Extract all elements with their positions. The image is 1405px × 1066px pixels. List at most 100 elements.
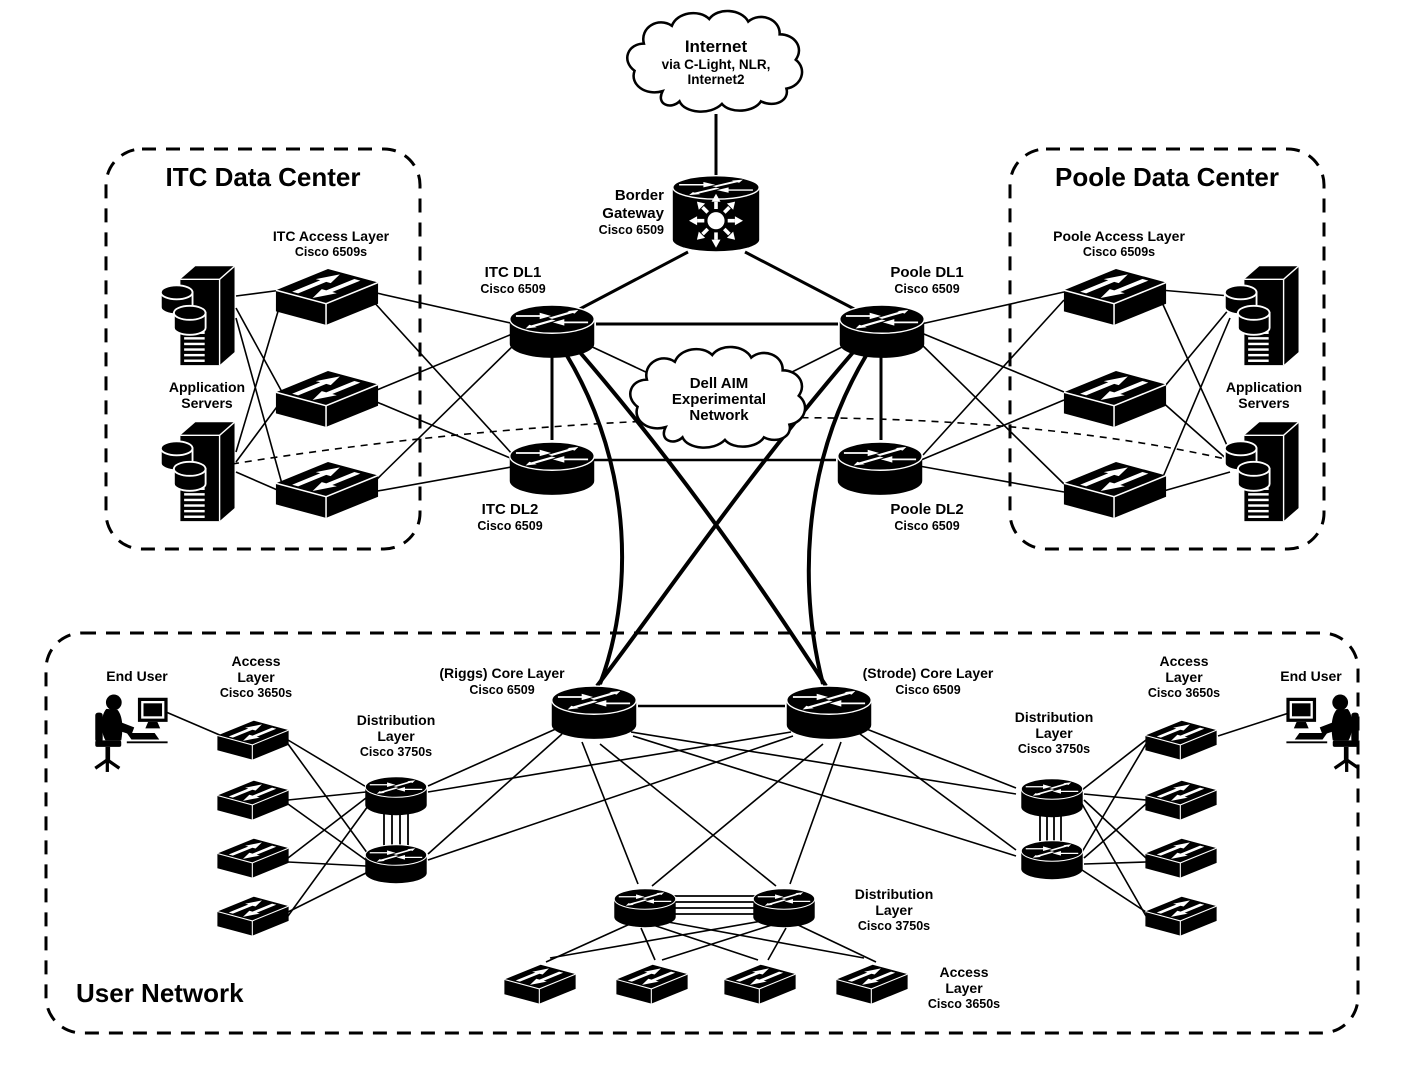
link-line: [287, 797, 367, 859]
link-line: [863, 727, 1017, 789]
access-right-model: Cisco 3650s: [1148, 686, 1220, 700]
link-gateway-pooledl1: [744, 250, 861, 314]
link-line: [371, 339, 520, 485]
link-line: [1217, 711, 1293, 737]
access-left-label: Access: [231, 653, 280, 669]
link-line: [1081, 803, 1147, 917]
link-line: [371, 291, 516, 325]
left-access-switch-2: [216, 780, 290, 821]
strode-core-model: Cisco 6509: [895, 683, 960, 697]
link-line: [1159, 471, 1231, 493]
poole-dl1-model: Cisco 6509: [894, 282, 959, 296]
end-user-left-icon: [93, 692, 170, 774]
link-line: [1159, 399, 1231, 463]
link-line: [859, 733, 1017, 851]
poole-access-switch-3: [1063, 461, 1167, 519]
access-right-label2: Layer: [1165, 669, 1203, 685]
itc-dl2-model: Cisco 6509: [477, 519, 542, 533]
access-right-label: Access: [1159, 653, 1208, 669]
link-line: [235, 471, 283, 493]
link-line: [918, 465, 1065, 493]
link-line: [287, 871, 369, 913]
link-line: [235, 307, 283, 393]
dist-right-model: Cisco 3750s: [1018, 742, 1090, 756]
poole-dl2-router-icon: [837, 441, 923, 496]
itc-app-server-2: [159, 421, 236, 523]
internet-cloud-sublabel2: Internet2: [687, 72, 744, 87]
poole-dl2-model: Cisco 6509: [894, 519, 959, 533]
link-line: [1159, 289, 1231, 297]
connection-lines: [165, 114, 1293, 963]
itc-access-switch-3: [275, 461, 379, 519]
link-line: [235, 297, 283, 453]
riggs-core-label: (Riggs) Core Layer: [439, 665, 565, 681]
itc-access-layer-model: Cisco 6509s: [295, 245, 367, 259]
internet-cloud-sublabel: via C-Light, NLR,: [662, 57, 771, 72]
left-access-switch-3: [216, 838, 290, 879]
dist-left-label2: Layer: [377, 728, 415, 744]
itc-access-switch-1: [275, 268, 379, 326]
access-bottom-label2: Layer: [945, 980, 983, 996]
link-line: [287, 743, 369, 855]
link-line: [371, 299, 514, 456]
dist-middle-label2: Layer: [875, 902, 913, 918]
link-line: [630, 731, 1017, 795]
link-itcdl1-strode: [576, 348, 828, 688]
link-line: [1081, 869, 1147, 913]
dist-right-label2: Layer: [1035, 725, 1073, 741]
access-left-model: Cisco 3650s: [220, 686, 292, 700]
dist-middle-model: Cisco 3750s: [858, 919, 930, 933]
riggs-core-router-icon: [551, 685, 637, 740]
link-gateway-itcdl1: [573, 250, 689, 314]
poole-access-layer-label: Poole Access Layer: [1053, 228, 1185, 244]
dist-right-label: Distribution: [1015, 709, 1094, 725]
internet-cloud-label: Internet: [685, 37, 748, 56]
link-line: [787, 343, 849, 375]
riggs-core-model: Cisco 6509: [469, 683, 534, 697]
middle-dist-router-1: [613, 888, 677, 928]
link-line: [287, 805, 369, 917]
dashed-experimental-link: [231, 416, 1231, 465]
link-line: [235, 317, 283, 485]
poole-data-center-boundary: [1008, 147, 1326, 551]
bottom-access-switch-1: [503, 964, 577, 1005]
end-user-left-label: End User: [106, 668, 168, 684]
dell-aim-label: Dell AIM: [690, 375, 749, 392]
link-line: [585, 343, 651, 375]
link-line: [1081, 743, 1147, 853]
border-gateway-label: Border: [615, 187, 664, 204]
end-user-right-icon: [1284, 692, 1361, 774]
link-line: [427, 733, 563, 855]
link-line: [1081, 739, 1147, 791]
access-bottom-label: Access: [939, 964, 988, 980]
middle-dist-router-2: [752, 888, 816, 928]
itc-data-center-title: ITC Data Center: [165, 162, 360, 192]
link-line: [581, 741, 639, 885]
right-access-switch-1: [1144, 720, 1218, 761]
poole-dl1-router-icon: [839, 304, 925, 359]
itc-dl1-label: ITC DL1: [485, 264, 542, 281]
itc-data-center-boundary: [104, 147, 422, 551]
itc-dl1-router-icon: [509, 304, 595, 359]
border-gateway-model: Cisco 6509: [599, 223, 664, 237]
strode-core-router-icon: [786, 685, 872, 740]
itc-access-layer-label: ITC Access Layer: [273, 228, 390, 244]
link-line: [549, 919, 769, 959]
poole-access-switch-1: [1063, 268, 1167, 326]
itc-dl1-model: Cisco 6509: [480, 282, 545, 296]
dist-middle-label: Distribution: [855, 886, 934, 902]
link-line: [1083, 803, 1147, 859]
right-access-switch-3: [1144, 838, 1218, 879]
left-access-switch-1: [216, 720, 290, 761]
left-dist-router-2: [364, 844, 428, 884]
strode-core-label: (Strode) Core Layer: [863, 665, 994, 681]
link-line: [656, 919, 865, 959]
link-line: [371, 465, 518, 493]
link-itcdl1-riggs: [564, 352, 625, 685]
link-line: [922, 299, 1065, 456]
app-servers-left-label2: Servers: [181, 395, 233, 411]
link-pooledl1-riggs: [595, 348, 857, 688]
link-line: [165, 711, 223, 737]
poole-app-server-2: [1223, 421, 1300, 523]
link-line: [918, 331, 1065, 393]
